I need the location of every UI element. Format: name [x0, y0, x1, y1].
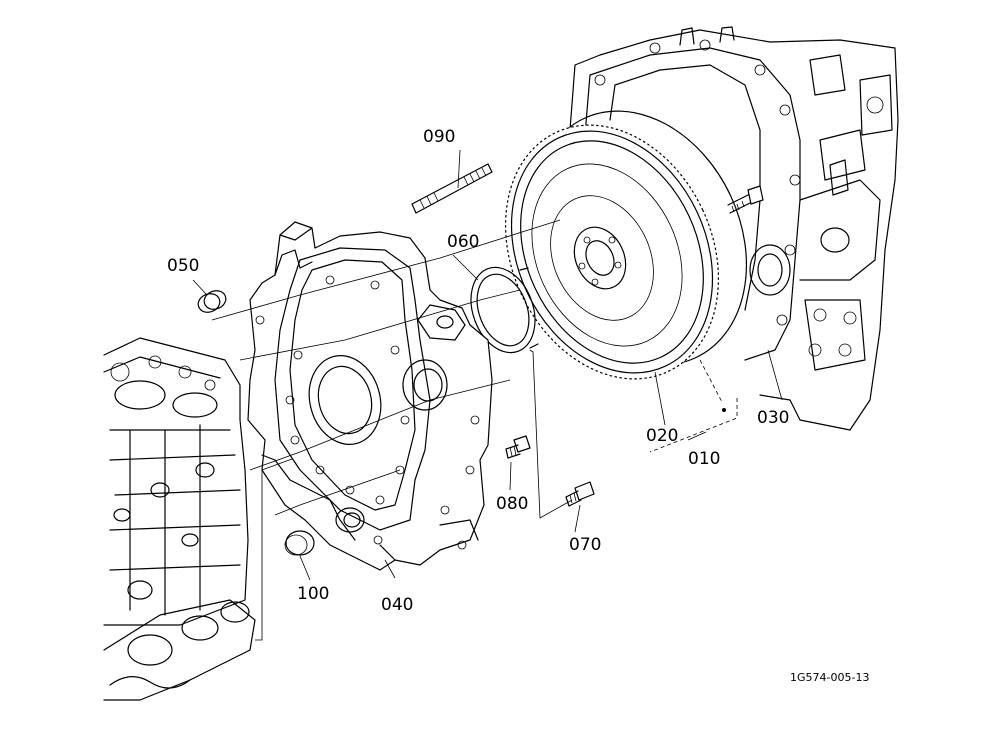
flywheel-housing-040-drawing [247, 221, 493, 571]
crankshaft-drawing [103, 599, 256, 701]
label-030: 030 [757, 408, 789, 428]
label-060: 060 [447, 232, 479, 252]
plug-100-drawing [284, 530, 315, 556]
flywheel-drawing [504, 110, 748, 380]
part-labels: 090 060 050 020 030 010 080 070 100 040 … [167, 127, 869, 684]
label-010: 010 [688, 449, 720, 469]
plug-050-drawing [197, 290, 227, 313]
engine-block-drawing [103, 337, 249, 626]
transmission-housing-drawing [569, 26, 899, 431]
label-090: 090 [423, 127, 455, 147]
stud-090-drawing [411, 163, 493, 214]
leader-lines [192, 149, 783, 641]
label-050: 050 [167, 256, 199, 276]
label-040: 040 [381, 595, 413, 615]
oil-seal-060-drawing [470, 266, 539, 354]
label-020: 020 [646, 426, 678, 446]
bolt-080-drawing [505, 435, 531, 459]
bolt-070-drawing [565, 481, 595, 507]
label-080: 080 [496, 494, 528, 514]
label-100: 100 [297, 584, 329, 604]
label-070: 070 [569, 535, 601, 555]
figure-code: 1G574-005-13 [790, 671, 869, 684]
bolt-030-drawing [727, 185, 764, 214]
